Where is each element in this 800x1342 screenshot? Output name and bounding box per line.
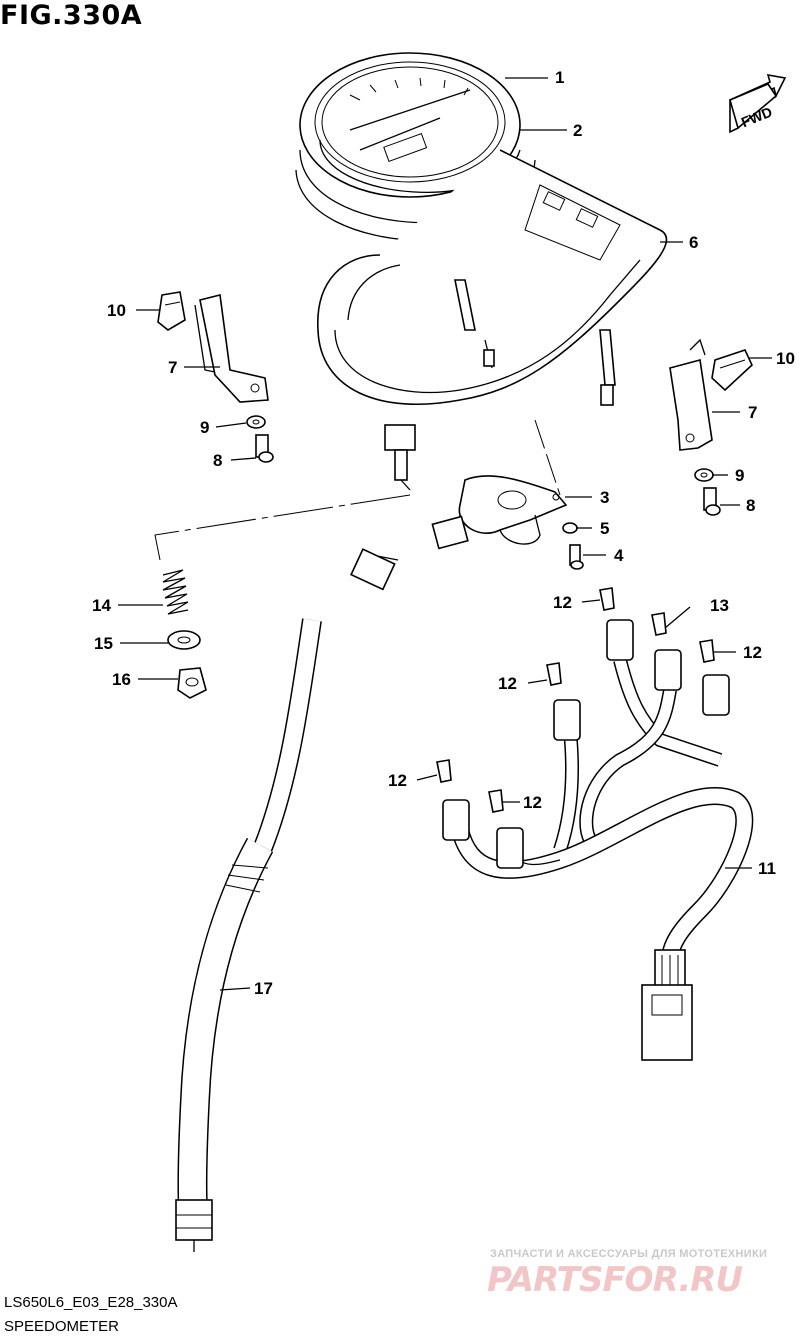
callout-12-b: 12 [743, 643, 762, 662]
speedometer-cable [175, 548, 399, 1252]
spring [162, 569, 189, 615]
figure-code: LS650L6_E03_E28_330A [4, 1294, 178, 1311]
callout-7-left: 7 [168, 358, 177, 377]
watermark-logo: PARTSFOR.RU [487, 1260, 743, 1300]
meter-case [317, 149, 668, 406]
callout-16: 16 [112, 670, 131, 689]
washer-large [167, 630, 201, 650]
fwd-arrow-icon: FWD [729, 73, 787, 134]
washer-left [246, 415, 266, 429]
callout-13: 13 [710, 596, 729, 615]
bulbs [436, 587, 715, 813]
callout-12-a: 12 [553, 593, 572, 612]
harness-sockets [442, 619, 730, 869]
callout-10-right: 10 [776, 349, 795, 368]
callout-2: 2 [573, 121, 582, 140]
washer-small [562, 522, 578, 534]
bracket-left [194, 294, 269, 403]
watermark-tagline: ЗАПЧАСТИ И АКСЕССУАРЫ ДЛЯ МОТОТЕХНИКИ [490, 1248, 768, 1260]
callout-1: 1 [555, 68, 564, 87]
callout-4: 4 [614, 546, 624, 565]
callout-9-right: 9 [735, 466, 744, 485]
callout-8-left: 8 [213, 451, 222, 470]
callout-6: 6 [689, 233, 698, 252]
cable-bracket [431, 475, 568, 550]
bolt-left [255, 434, 274, 463]
callout-17: 17 [254, 979, 273, 998]
callout-14: 14 [92, 596, 111, 615]
washer-right [694, 468, 714, 482]
callout-12-d: 12 [388, 771, 407, 790]
callout-3: 3 [600, 488, 609, 507]
head-bulb-sockets [454, 279, 616, 406]
callout-12-c: 12 [498, 674, 517, 693]
callout-15: 15 [94, 634, 113, 653]
callouts: 1 2 6 10 7 10 7 9 8 9 8 3 5 4 14 15 16 1… [92, 68, 795, 998]
reference-line-right [534, 419, 561, 496]
screw-small [569, 544, 584, 570]
callout-11: 11 [758, 859, 776, 878]
callout-7-right: 7 [748, 403, 757, 422]
bushing [177, 667, 207, 699]
figure-caption: SPEEDOMETER [4, 1318, 120, 1335]
rubber-cap-left [157, 291, 186, 331]
case-cable-fitting [384, 424, 416, 491]
reference-line-left [154, 494, 411, 561]
rubber-cap-right [711, 349, 753, 392]
callout-5: 5 [600, 519, 609, 538]
callout-12-e: 12 [523, 793, 542, 812]
leader-lines [118, 77, 772, 991]
figure-title: FIG.330A [0, 0, 143, 31]
bolt-right [703, 487, 721, 516]
callout-8-right: 8 [746, 496, 755, 515]
callout-9-left: 9 [200, 418, 209, 437]
wiring-harness [451, 658, 754, 1061]
callout-10-left: 10 [107, 301, 126, 320]
bracket-right [669, 338, 713, 451]
